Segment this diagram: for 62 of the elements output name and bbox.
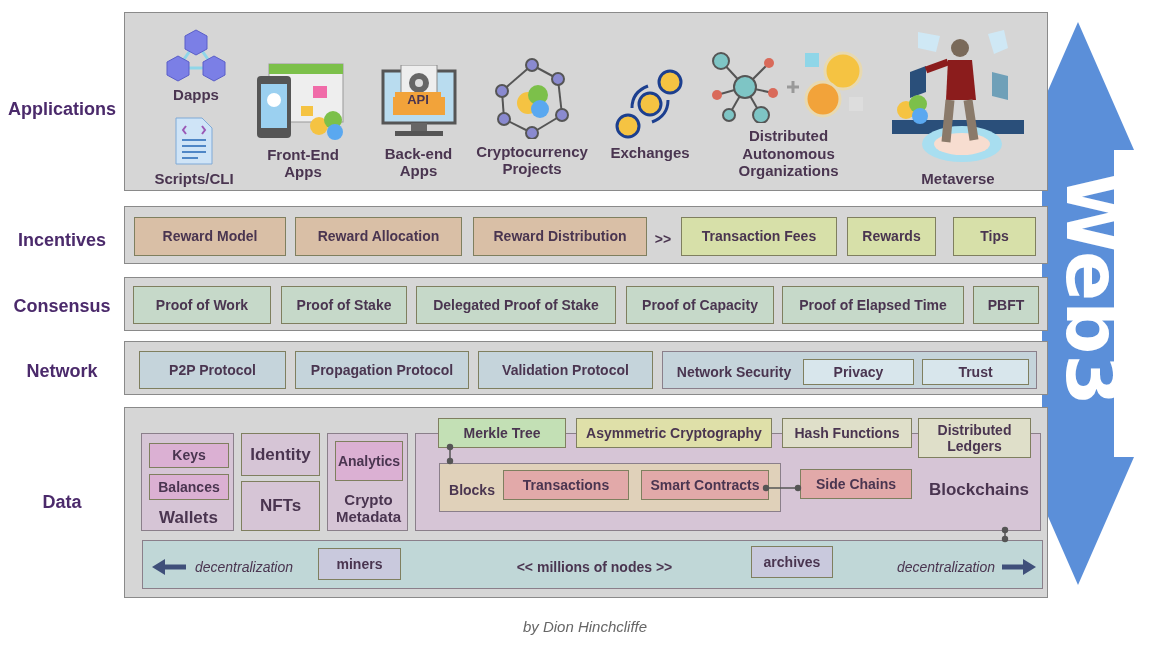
component-box: Reward Allocation	[295, 217, 462, 256]
chevron-text: >>	[653, 229, 673, 249]
component-box: Validation Protocol	[478, 351, 653, 389]
component-box: Analytics	[335, 441, 403, 481]
component-box: Propagation Protocol	[295, 351, 469, 389]
app-label: Cryptocurrency Projects	[475, 142, 589, 177]
group-box	[327, 433, 408, 531]
group-label: decentralization	[895, 557, 997, 577]
component-box: Identity	[241, 433, 320, 476]
component-box: Reward Distribution	[473, 217, 647, 256]
group-label: decentralization	[193, 557, 295, 577]
app-label: Dapps	[172, 85, 220, 103]
component-box: Reward Model	[134, 217, 286, 256]
component-box: Delegated Proof of Stake	[416, 286, 616, 324]
group-box	[141, 433, 234, 531]
app-label: Distributed Autonomous Organizations	[737, 127, 840, 179]
leader-line	[446, 443, 454, 465]
component-box: Proof of Stake	[281, 286, 407, 324]
component-box: Proof of Work	[133, 286, 271, 324]
group-label: Network Security	[675, 362, 793, 382]
app-label: Back-end Apps	[383, 144, 454, 179]
component-box: archives	[751, 546, 833, 578]
component-box: Proof of Elapsed Time	[782, 286, 964, 324]
group-box	[439, 463, 781, 512]
group-label: Blockchains	[927, 479, 1031, 502]
component-box: Asymmetric Cryptography	[576, 418, 772, 448]
component-box: Smart Contracts	[641, 470, 769, 500]
group-label: Blocks	[448, 480, 496, 500]
component-box: NFTs	[241, 481, 320, 531]
app-label: Scripts/CLI	[153, 169, 235, 187]
component-box: Merkle Tree	[438, 418, 566, 448]
layer-label: Consensus	[12, 294, 112, 318]
node-bar	[142, 540, 1043, 589]
app-label: Front-End Apps	[266, 145, 340, 180]
component-box: P2P Protocol	[139, 351, 286, 389]
component-box: Transaction Fees	[681, 217, 837, 256]
leader-line	[1001, 526, 1009, 543]
component-box: PBFT	[973, 286, 1039, 324]
app-label: Exchanges	[609, 143, 691, 161]
component-box: Transactions	[503, 470, 629, 500]
component-box: Privacy	[803, 359, 914, 385]
component-box: Hash Functions	[782, 418, 912, 448]
group-label: Wallets	[158, 507, 219, 529]
component-box: Trust	[922, 359, 1029, 385]
component-box: Keys	[149, 443, 229, 468]
layer-label: Data	[41, 490, 83, 514]
leader-line	[762, 484, 802, 492]
group-label: << millions of nodes >>	[515, 557, 674, 577]
app-label: Metaverse	[920, 169, 996, 187]
group-label: Crypto Metadata	[335, 489, 402, 527]
component-box: Balances	[149, 474, 229, 500]
layer-label: Applications	[7, 97, 117, 121]
component-box: miners	[318, 548, 401, 580]
component-box: Side Chains	[800, 469, 912, 499]
layer-label: Incentives	[16, 228, 107, 252]
component-box: Tips	[953, 217, 1036, 256]
group-box	[662, 351, 1037, 389]
component-box: Distributed Ledgers	[918, 418, 1031, 458]
layer-label: Network	[25, 359, 99, 383]
component-box: Proof of Capacity	[626, 286, 774, 324]
component-box: Rewards	[847, 217, 936, 256]
caption: by Dion Hinchcliffe	[521, 618, 649, 635]
